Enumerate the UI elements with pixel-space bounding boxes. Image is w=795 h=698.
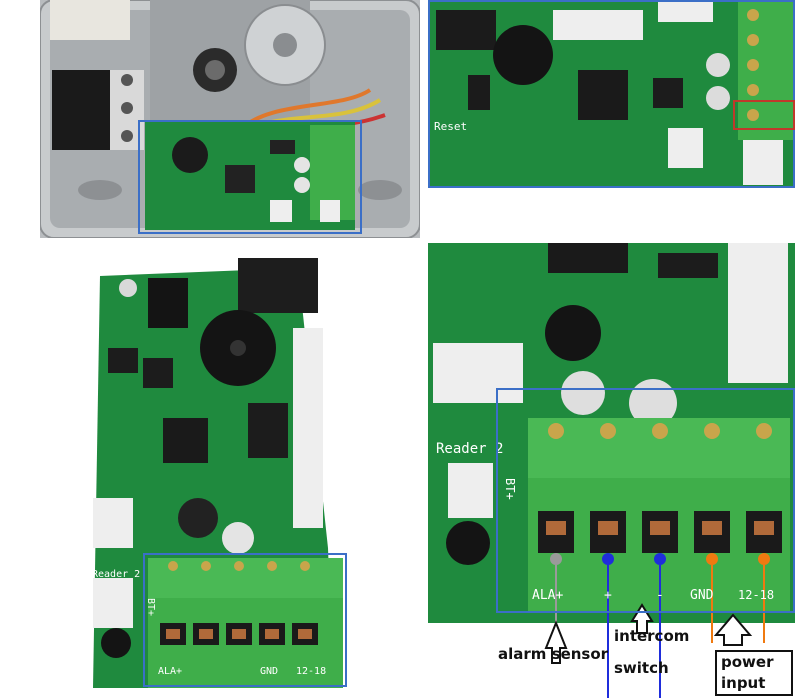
full-board-photo: Reader 2 BT+ ALA+ GND 12-18 [88,248,350,690]
power-marker-dot-2 [758,553,770,565]
terminal-highlight-box [143,553,347,687]
bt-silk-label: BT+ [503,478,517,500]
panel-frame [428,0,795,188]
power-input-highlight [733,100,795,130]
terminal-label-4: GND [260,666,278,677]
terminal-label-1: ALA+ [532,588,563,603]
terminal-label-3: - [656,588,664,603]
terminal-label-1: ALA+ [158,666,182,677]
terminal-closeup-photo: Reader 2 BT+ ALA+ + - GND 12-18 [428,243,795,698]
switch-arrow-icon [630,603,654,634]
input-caption: input [721,674,766,692]
power-arrow-icon [713,613,753,646]
reader2-silk-label: Reader 2 [436,441,503,457]
lock-mounted-board-photo [40,0,420,238]
board-closeup-photo: Reset [428,0,795,188]
alarm-sensor-caption: alarm sensor [498,645,609,663]
terminal-label-5: 12-18 [296,666,326,677]
power-caption: power [721,653,774,671]
terminal-label-2: + [604,588,612,603]
switch-marker-dot-1 [602,553,614,565]
power-input-box: power input [715,650,793,696]
bt-silk-label: BT+ [145,598,156,616]
reader2-silk-label: Reader 2 [92,569,140,580]
terminal-label-5: 12-18 [738,588,774,602]
terminal-label-4: GND [690,588,714,603]
terminal-highlight-box [496,388,795,613]
switch-marker-dot-2 [654,553,666,565]
board-highlight-box [138,120,362,234]
intercom-caption: intercom [614,627,690,645]
switch-caption: switch [614,659,669,677]
power-marker-dot-1 [706,553,718,565]
alarm-arrow-icon [544,620,568,664]
alarm-marker-dot [550,553,562,565]
reset-silk-label: Reset [434,120,467,133]
